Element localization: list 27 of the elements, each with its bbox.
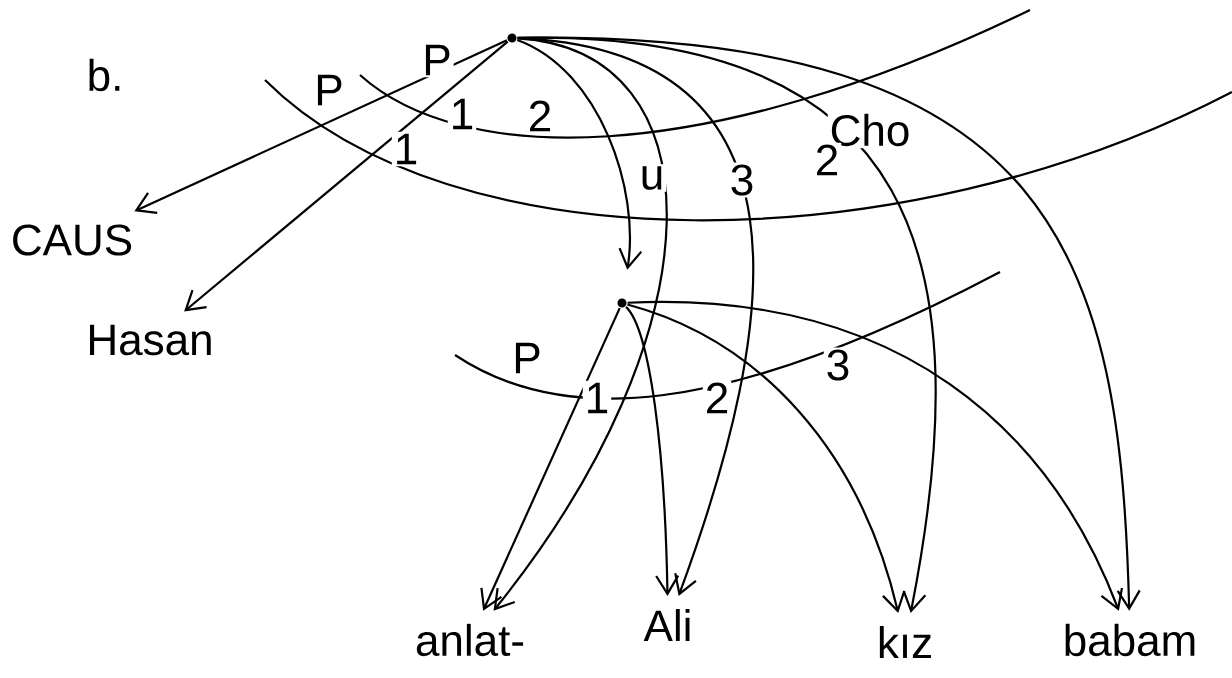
relation-label: 3 bbox=[727, 162, 757, 198]
relation-label: P bbox=[312, 72, 346, 108]
word-label: Ali bbox=[643, 609, 690, 641]
relation-label: 1 bbox=[391, 131, 421, 167]
word-label: anlat- bbox=[416, 623, 524, 657]
word-label: Hasan bbox=[90, 324, 211, 356]
relation-label: u bbox=[637, 164, 667, 192]
arrow bbox=[493, 37, 668, 611]
arrow bbox=[184, 40, 509, 312]
relation-label: P bbox=[510, 340, 544, 376]
word-label: babam bbox=[1065, 623, 1195, 657]
arrow bbox=[480, 307, 621, 611]
word-label: kız bbox=[879, 626, 931, 658]
arrow bbox=[627, 303, 906, 613]
relation-label: 2 bbox=[525, 98, 555, 134]
arrow bbox=[627, 301, 1124, 611]
arrow bbox=[625, 306, 680, 596]
relation-label: 1 bbox=[447, 96, 477, 132]
arrow bbox=[516, 38, 643, 270]
relation-label: 1 bbox=[582, 380, 612, 416]
relation-label: 3 bbox=[823, 347, 853, 383]
word-label: CAUS bbox=[13, 224, 132, 256]
relation-label: P bbox=[420, 42, 454, 78]
arrow bbox=[517, 36, 1141, 611]
relation-label: 2 bbox=[702, 380, 732, 416]
relation-label: b. bbox=[84, 56, 126, 94]
arrow bbox=[134, 39, 508, 215]
